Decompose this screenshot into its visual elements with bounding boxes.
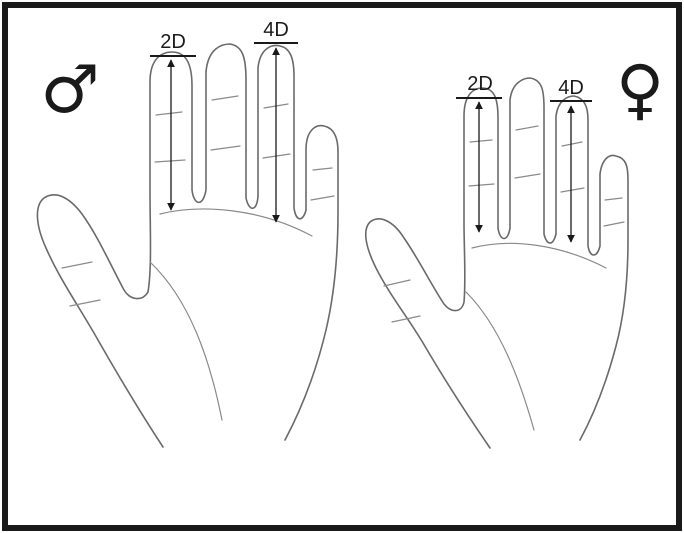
female-4d-label: 4D bbox=[558, 77, 584, 99]
male-4d-label: 4D bbox=[263, 19, 289, 41]
male-2d-label: 2D bbox=[160, 31, 186, 53]
female-symbol-icon: ♀ bbox=[616, 51, 664, 128]
male-symbol-icon: ♂ bbox=[40, 51, 99, 128]
female-2d-label: 2D bbox=[467, 73, 493, 95]
